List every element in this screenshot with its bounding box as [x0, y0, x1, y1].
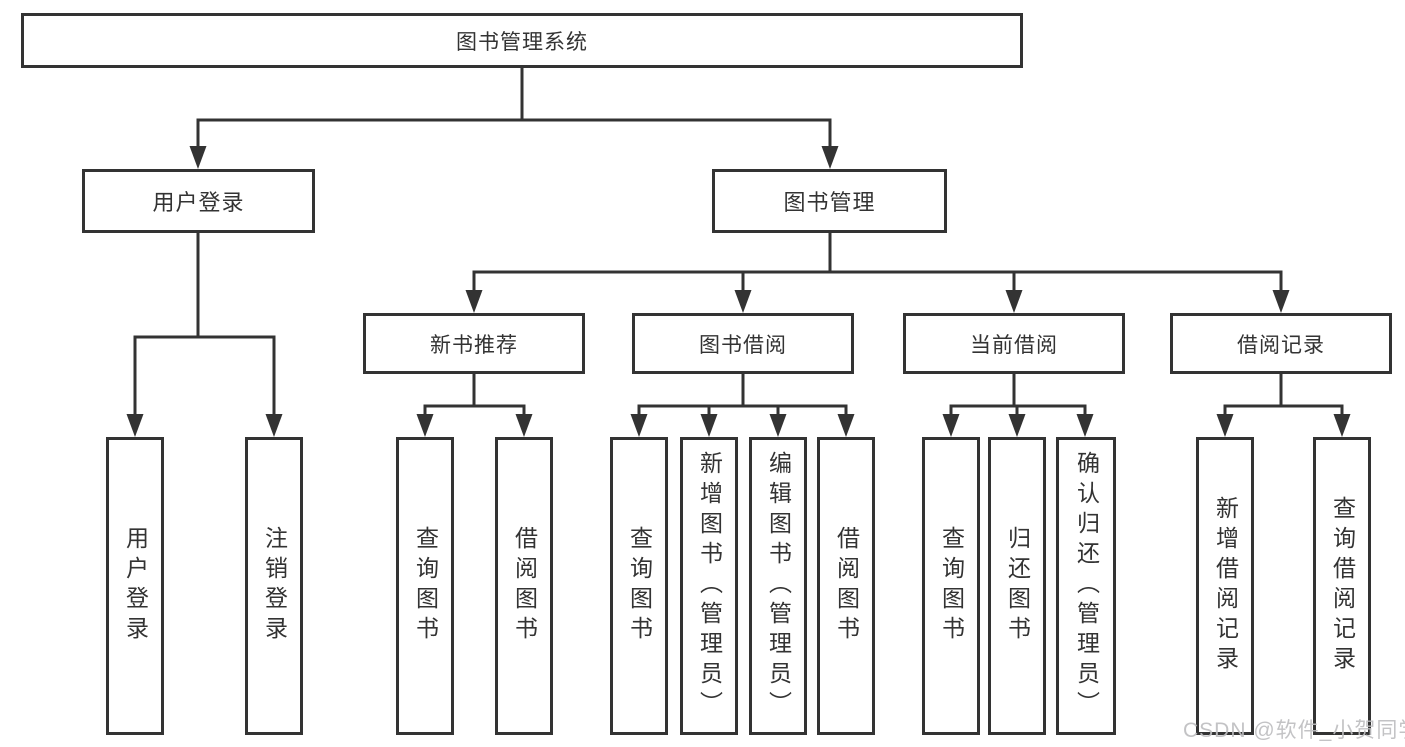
arrowhead [837, 414, 855, 437]
leaf-borrow-books-label: 借阅图书 [511, 526, 538, 646]
connector-new-book-children [423, 374, 526, 414]
leaf-logout-label: 注销登录 [261, 526, 288, 646]
arrowhead [734, 290, 752, 313]
leaf-query-books-label: 查询图书 [412, 526, 439, 646]
arrowhead [1333, 414, 1351, 437]
leaf-logout: 注销登录 [245, 437, 303, 735]
leaf-borrow-books-label: 借阅图书 [833, 526, 860, 646]
arrowhead [630, 414, 648, 437]
leaf-confirm-return-admin-label: 确认归还（管理员） [1073, 451, 1100, 721]
leaf-edit-books-admin: 编辑图书（管理员） [749, 437, 807, 735]
node-book-borrow: 图书借阅 [632, 313, 854, 374]
leaf-edit-books-admin-label: 编辑图书（管理员） [765, 451, 792, 721]
leaf-user-login: 用户登录 [106, 437, 164, 735]
arrowhead [769, 414, 787, 437]
leaf-query-books-label: 查询图书 [938, 526, 965, 646]
arrowhead [1272, 290, 1290, 313]
leaf-add-books-admin-label: 新增图书（管理员） [696, 451, 723, 721]
leaf-add-books-admin: 新增图书（管理员） [680, 437, 738, 735]
leaf-add-borrow-record: 新增借阅记录 [1196, 437, 1254, 735]
leaf-user-login-label: 用户登录 [122, 526, 149, 646]
leaf-confirm-return-admin: 确认归还（管理员） [1056, 437, 1116, 735]
arrowhead [1216, 414, 1234, 437]
arrowhead [416, 414, 434, 437]
connector-current-borrow-children [949, 374, 1087, 414]
connector-borrow-record-children [1223, 374, 1344, 414]
leaf-query-books-label: 查询图书 [626, 526, 653, 646]
connector-book-borrow-children [637, 374, 848, 414]
arrowhead [515, 414, 533, 437]
leaf-query-borrow-record: 查询借阅记录 [1313, 437, 1371, 735]
node-borrow-record: 借阅记录 [1170, 313, 1392, 374]
leaf-query-books: 查询图书 [922, 437, 980, 735]
leaf-query-books: 查询图书 [396, 437, 454, 735]
arrowhead [700, 414, 718, 437]
leaf-add-borrow-record-label: 新增借阅记录 [1212, 496, 1239, 676]
csdn-watermark: CSDN @软件_小贺同学 [1183, 719, 1405, 742]
leaf-borrow-books: 借阅图书 [817, 437, 875, 735]
arrowhead [265, 414, 283, 437]
arrowhead [189, 146, 207, 169]
node-root-system: 图书管理系统 [21, 13, 1023, 68]
leaf-borrow-books: 借阅图书 [495, 437, 553, 735]
connector-root-to-level2 [196, 68, 832, 146]
arrowhead [1005, 290, 1023, 313]
arrowhead [126, 414, 144, 437]
arrowhead [1008, 414, 1026, 437]
connector-user-login-children [133, 233, 276, 414]
leaf-return-books: 归还图书 [988, 437, 1046, 735]
leaf-return-books-label: 归还图书 [1004, 526, 1031, 646]
arrowhead [465, 290, 483, 313]
arrowhead [821, 146, 839, 169]
arrowhead [942, 414, 960, 437]
leaf-query-books: 查询图书 [610, 437, 668, 735]
node-book-management: 图书管理 [712, 169, 947, 233]
leaf-query-borrow-record-label: 查询借阅记录 [1329, 496, 1356, 676]
node-user-login: 用户登录 [82, 169, 315, 233]
arrowhead [1076, 414, 1094, 437]
connector-book-management-children [472, 233, 1283, 290]
node-new-book-recommend: 新书推荐 [363, 313, 585, 374]
node-current-borrow: 当前借阅 [903, 313, 1125, 374]
